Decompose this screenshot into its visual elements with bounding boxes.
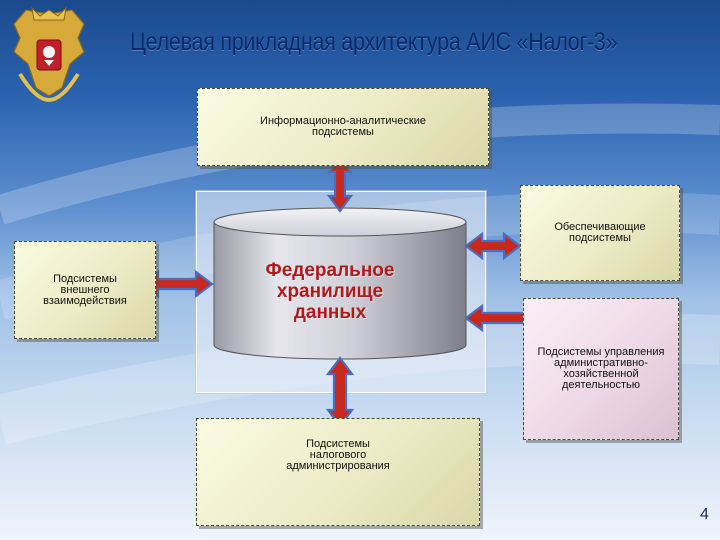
tax-administration-subsystems-box: Подсистемы налогового администрирования	[196, 418, 480, 526]
admin-management-subsystems-box: Подсистемы управления административно- х…	[523, 298, 679, 440]
arrow-to-supporting	[464, 231, 522, 261]
arrow-to-tax-admin	[325, 356, 355, 428]
supporting-subsystems-box: Обеспечивающие подсистемы	[520, 185, 680, 281]
info-analytical-subsystems-box: Информационно-аналитические подсистемы	[197, 88, 489, 166]
coat-of-arms-icon	[13, 6, 85, 103]
federal-data-warehouse-label: Федеральное хранилище данных	[265, 260, 395, 323]
supporting-subsystems-label: Обеспечивающие подсистемы	[554, 221, 646, 244]
data-warehouse-cylinder	[213, 207, 467, 360]
page-title: Целевая прикладная архитектура АИС «Нало…	[130, 28, 618, 56]
external-interaction-subsystems-box: Подсистемы внешнего взаимодействия	[14, 241, 156, 339]
external-interaction-subsystems-label: Подсистемы внешнего взаимодействия	[43, 272, 127, 307]
tax-administration-subsystems-label: Подсистемы налогового администрирования	[286, 438, 390, 472]
admin-management-subsystems-label: Подсистемы управления административно- х…	[537, 346, 665, 391]
arrow-to-info-analytical	[326, 155, 354, 213]
page-number: 4	[700, 506, 709, 523]
info-analytical-subsystems-label: Информационно-аналитические подсистемы	[260, 115, 426, 138]
arrow-to-external	[140, 269, 214, 299]
